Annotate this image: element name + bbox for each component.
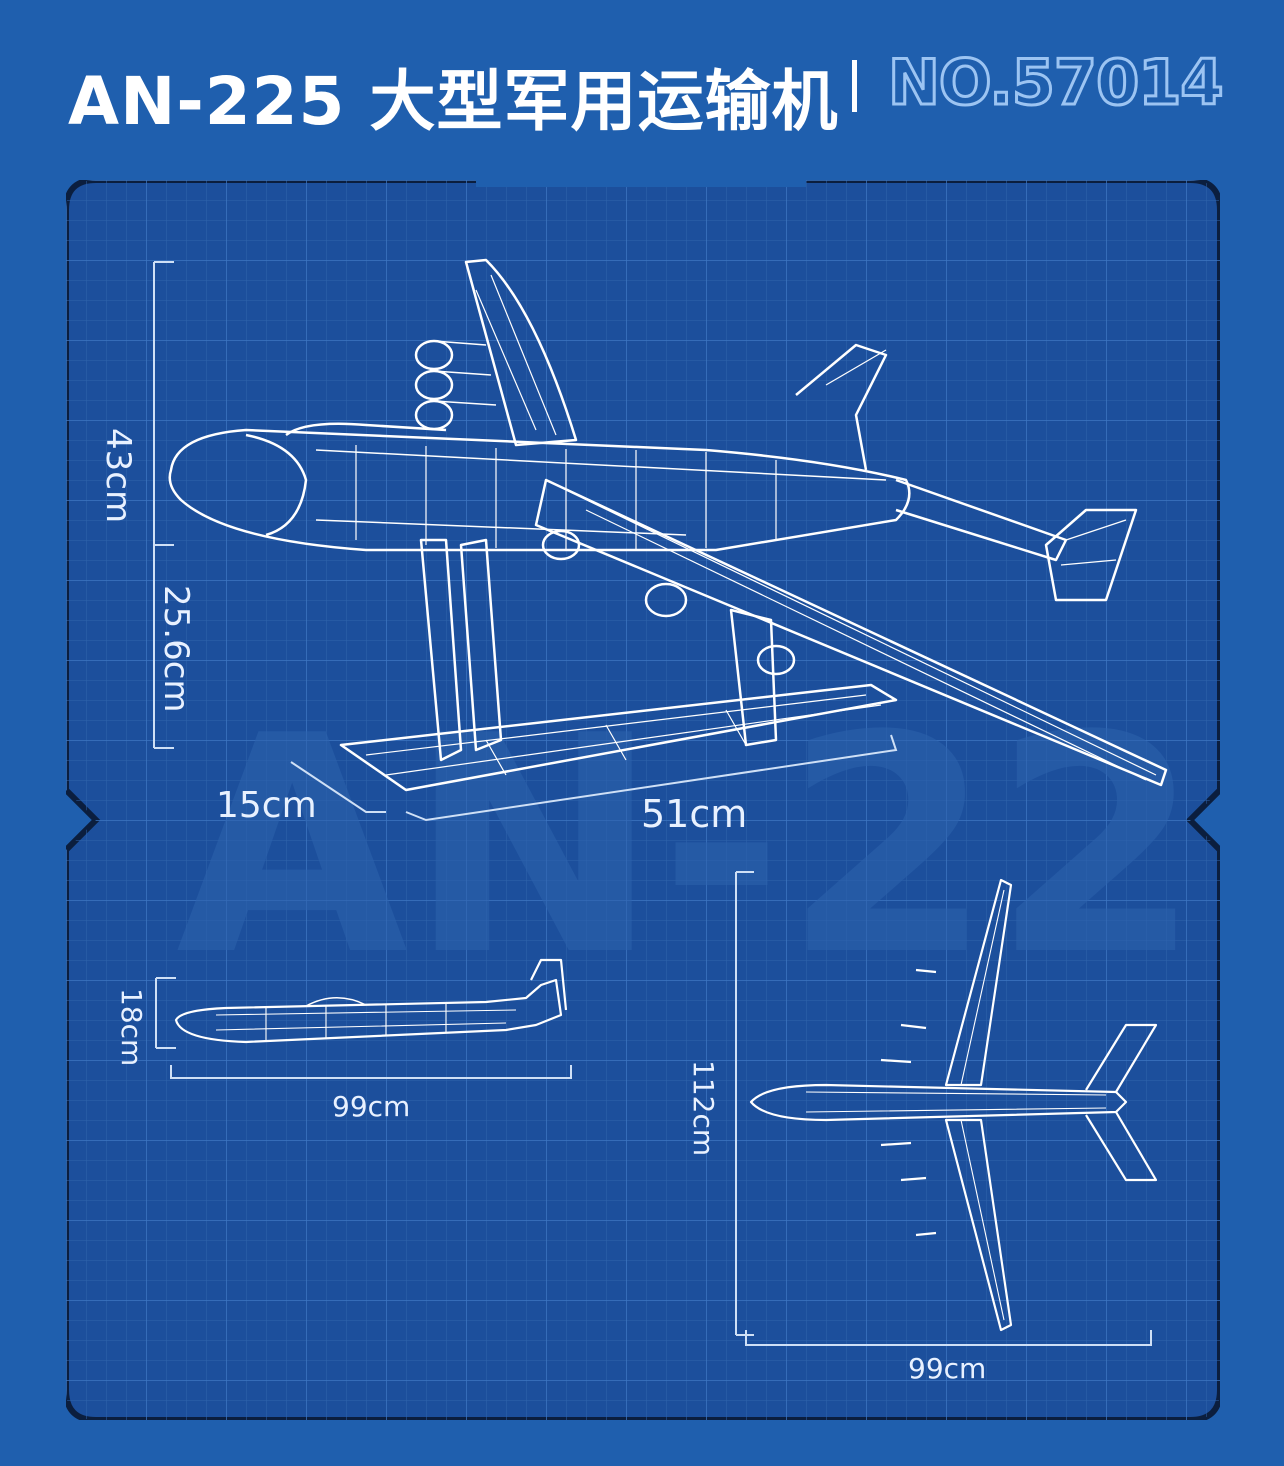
header: AN-225 大型军用运输机 NO.57014 bbox=[0, 0, 1284, 175]
product-title: AN-225 大型军用运输机 bbox=[68, 63, 839, 140]
height-label: 43cm bbox=[98, 428, 138, 524]
side-view-drawing bbox=[174, 958, 568, 1044]
title-divider bbox=[852, 60, 857, 112]
side-length-label: 99cm bbox=[332, 1090, 411, 1123]
dimension-lines-top bbox=[735, 871, 1152, 1346]
stand-height-label: 25.6cm bbox=[156, 585, 196, 713]
blueprint-svg: AN-225 bbox=[63, 177, 1284, 1423]
watermark-text: AN-225 bbox=[176, 672, 1220, 1021]
dimension-lines-main bbox=[153, 261, 898, 822]
blueprint-board: AN-225 bbox=[63, 177, 1284, 1423]
main-plane-drawing bbox=[168, 258, 1168, 792]
dimension-lines-side bbox=[155, 977, 572, 1079]
length-label: 51cm bbox=[641, 792, 748, 836]
top-view-drawing bbox=[749, 878, 1158, 1332]
top-length-label: 112cm bbox=[687, 1060, 720, 1157]
side-height-label: 18cm bbox=[115, 988, 148, 1067]
depth-label: 15cm bbox=[216, 785, 317, 826]
top-width-label: 99cm bbox=[908, 1352, 987, 1385]
model-number: NO.57014 bbox=[886, 45, 1224, 121]
